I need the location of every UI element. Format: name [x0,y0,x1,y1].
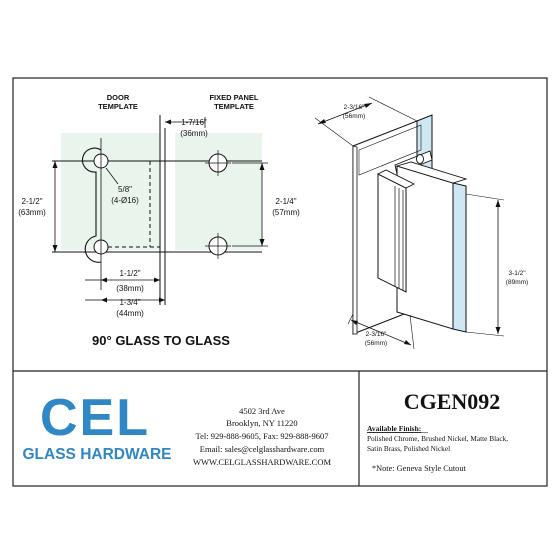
door-template-label-1: DOOR [107,93,130,102]
door-template-label-2: TEMPLATE [98,102,138,111]
gap-dim-label-1: 1-7/16" [181,118,207,127]
iso-side-dim-1: 3-1/2" [508,270,526,277]
template-caption: 90° GLASS TO GLASS [92,333,230,348]
finish-list-line-2: Satin Brass, Polished Nickel [367,444,450,453]
product-code: CGEN092 [404,389,501,414]
iso-side-dim-2: (89mm) [506,279,528,286]
iso-bottom-dim-1: 2-3/16" [366,331,387,338]
iso-screw-hole [416,154,424,164]
door-cutout-outline [81,147,102,263]
isometric-hinge-view: 2-3/16" (56mm) 3-1/2" (89mm) 2-3/16" (56… [314,96,528,350]
logo-subtext: GLASS HARDWARE [23,446,172,463]
phone-fax: Tel: 929-888-9605, Fax: 929-888-9607 [195,431,328,441]
bottom-dim-b-label-1: 1-3/4" [119,298,140,307]
right-height-label-2: (57mm) [272,208,300,217]
product-block: CGEN092 Available Finish: Polished Chrom… [367,389,508,473]
bottom-dim-b-label-2: (44mm) [116,309,144,318]
fixed-template-label-2: TEMPLATE [214,102,254,111]
door-cutout-dashed [101,160,160,248]
gap-dim-label-2: (36mm) [180,129,208,138]
hinge-block [377,173,407,293]
finish-heading: Available Finish: [367,424,421,433]
door-glass-edge [452,182,467,333]
address-line-2: Brooklyn, NY 11220 [226,418,297,428]
hole-dim-label-1: 5/8" [118,185,132,194]
door-glass-panel [61,133,161,250]
email-address: Email: sales@celglasshardware.com [200,444,325,454]
iso-top-dim-2: (56mm) [343,113,365,120]
finish-list-line-1: Polished Chrome, Brushed Nickel, Matte B… [367,434,508,443]
right-height-label-1: 2-1/4" [275,197,296,206]
fixed-template-label-1: FIXED PANEL [209,93,258,102]
iso-top-dim-1: 2-3/16" [344,104,365,111]
bottom-dim-a-label-2: (38mm) [116,284,144,293]
cutout-note: *Note: Geneva Style Cutout [372,464,466,473]
left-height-label-2: (63mm) [18,208,46,217]
brand-block: CEL GLASS HARDWARE 4502 3rd Ave Brooklyn… [23,389,332,467]
logo-text: CEL [40,389,150,447]
bottom-dim-a-label-1: 1-1/2" [119,269,140,278]
left-height-label-1: 2-1/2" [21,197,42,206]
website-url: WWW.CELGLASSHARDWARE.COM [193,457,331,467]
glass-template-drawing: DOOR TEMPLATE FIXED PANEL TEMPLATE 1-7/1… [18,93,300,348]
address-line-1: 4502 3rd Ave [239,406,285,416]
iso-bottom-dim-2: (56mm) [365,340,387,347]
hole-dim-label-2: (4-Ø16) [111,196,139,205]
fixed-glass-panel [175,133,262,250]
